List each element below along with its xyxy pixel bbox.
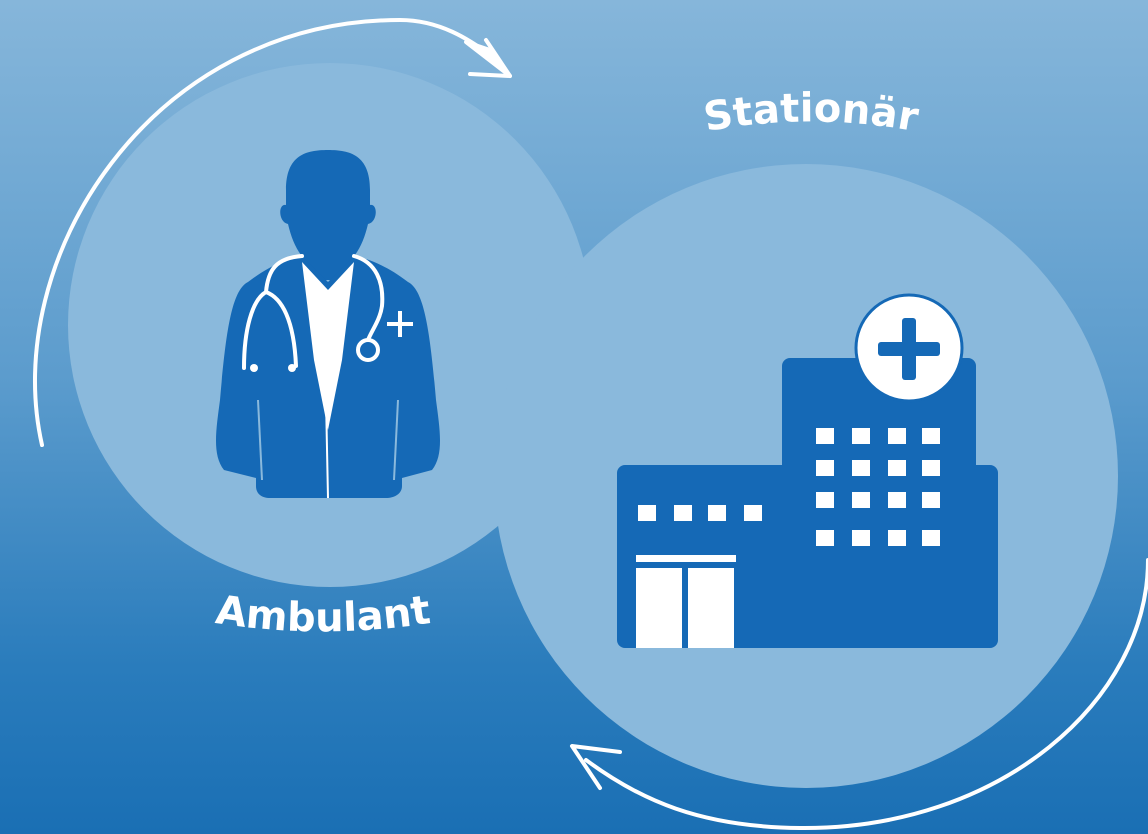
hospital-building-icon <box>617 293 998 648</box>
medical-cross-emblem <box>854 293 964 403</box>
hospital-entrance <box>636 555 736 648</box>
plus-icon <box>387 311 413 337</box>
outpatient-label: Ambulant <box>213 587 433 641</box>
cycle-arrow-bottom <box>570 558 1148 831</box>
wing-windows <box>638 505 762 521</box>
inpatient-label: Stationär <box>700 85 922 141</box>
tower-windows <box>816 428 940 546</box>
cycle-arrow-top <box>32 17 512 447</box>
doctor-with-stethoscope-icon <box>216 150 440 499</box>
